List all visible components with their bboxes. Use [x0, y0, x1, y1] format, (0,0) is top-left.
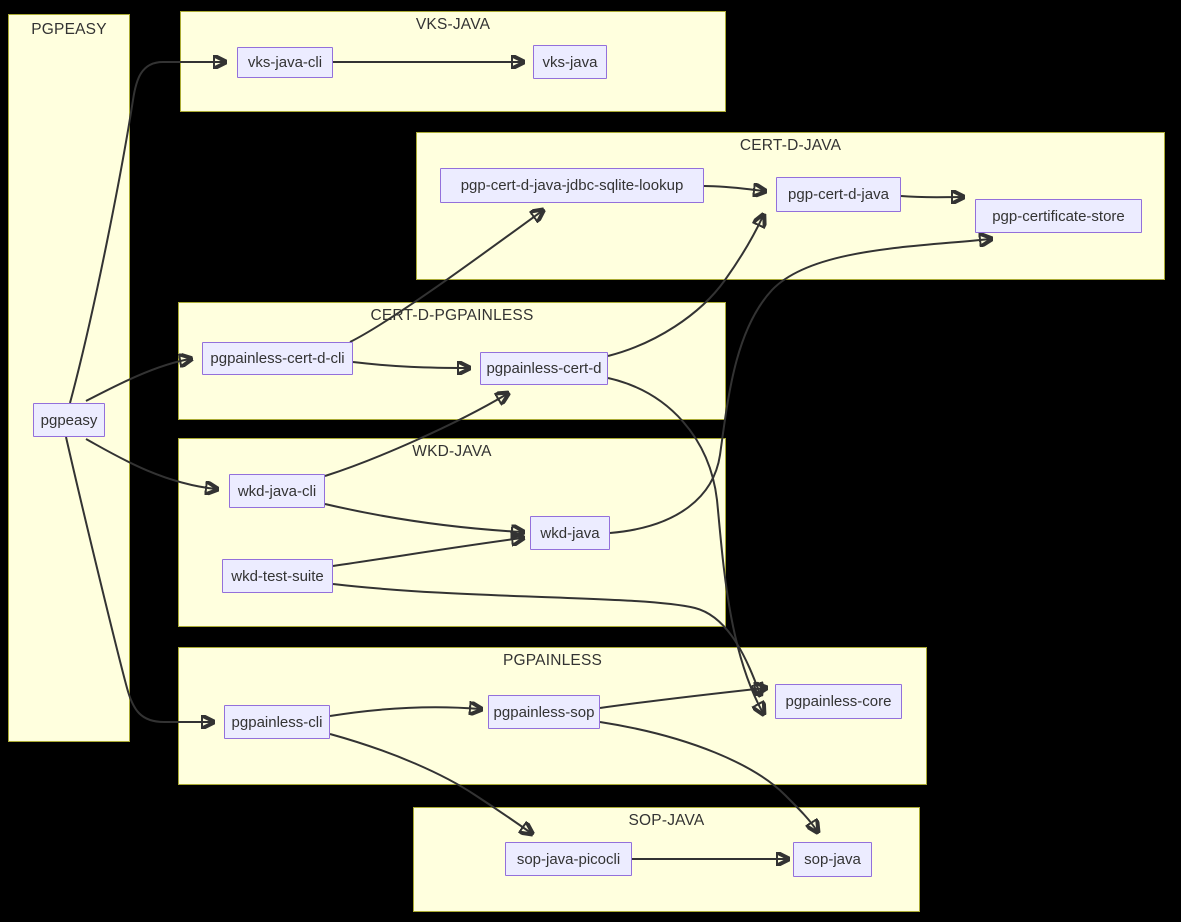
node-sop-java: sop-java: [793, 842, 872, 877]
node-pgpainless-cli: pgpainless-cli: [224, 705, 330, 739]
cluster-title-sop-java: SOP-JAVA: [628, 812, 705, 829]
node-pgpainless-core: pgpainless-core: [775, 684, 902, 719]
node-pgpainless-cert-d: pgpainless-cert-d: [480, 352, 608, 385]
node-pgpainless-cert-d-cli: pgpainless-cert-d-cli: [202, 342, 353, 375]
node-sop-java-picocli: sop-java-picocli: [505, 842, 632, 876]
node-vks-java-cli: vks-java-cli: [237, 47, 333, 78]
node-pgpeasy: pgpeasy: [33, 403, 105, 437]
node-pgp-cert-d-java-jdbc-sqlite-lookup: pgp-cert-d-java-jdbc-sqlite-lookup: [440, 168, 704, 203]
cluster-title-pgpainless: PGPAINLESS: [502, 652, 603, 669]
node-wkd-test-suite: wkd-test-suite: [222, 559, 333, 593]
node-wkd-java-cli: wkd-java-cli: [229, 474, 325, 508]
cluster-title-pgpeasy: PGPEASY: [31, 21, 107, 38]
cluster-title-cert-d-java: CERT-D-JAVA: [739, 137, 842, 154]
cluster-pgpeasy: [8, 14, 130, 742]
cluster-wkd-java: [178, 438, 726, 627]
cluster-title-wkd-java: WKD-JAVA: [412, 443, 492, 460]
cluster-title-vks-java: VKS-JAVA: [415, 16, 491, 33]
node-pgp-certificate-store: pgp-certificate-store: [975, 199, 1142, 233]
cluster-title-cert-d-pgpainless: CERT-D-PGPAINLESS: [370, 307, 534, 324]
node-pgp-cert-d-java: pgp-cert-d-java: [776, 177, 901, 212]
node-vks-java: vks-java: [533, 45, 607, 79]
node-pgpainless-sop: pgpainless-sop: [488, 695, 600, 729]
node-wkd-java: wkd-java: [530, 516, 610, 550]
